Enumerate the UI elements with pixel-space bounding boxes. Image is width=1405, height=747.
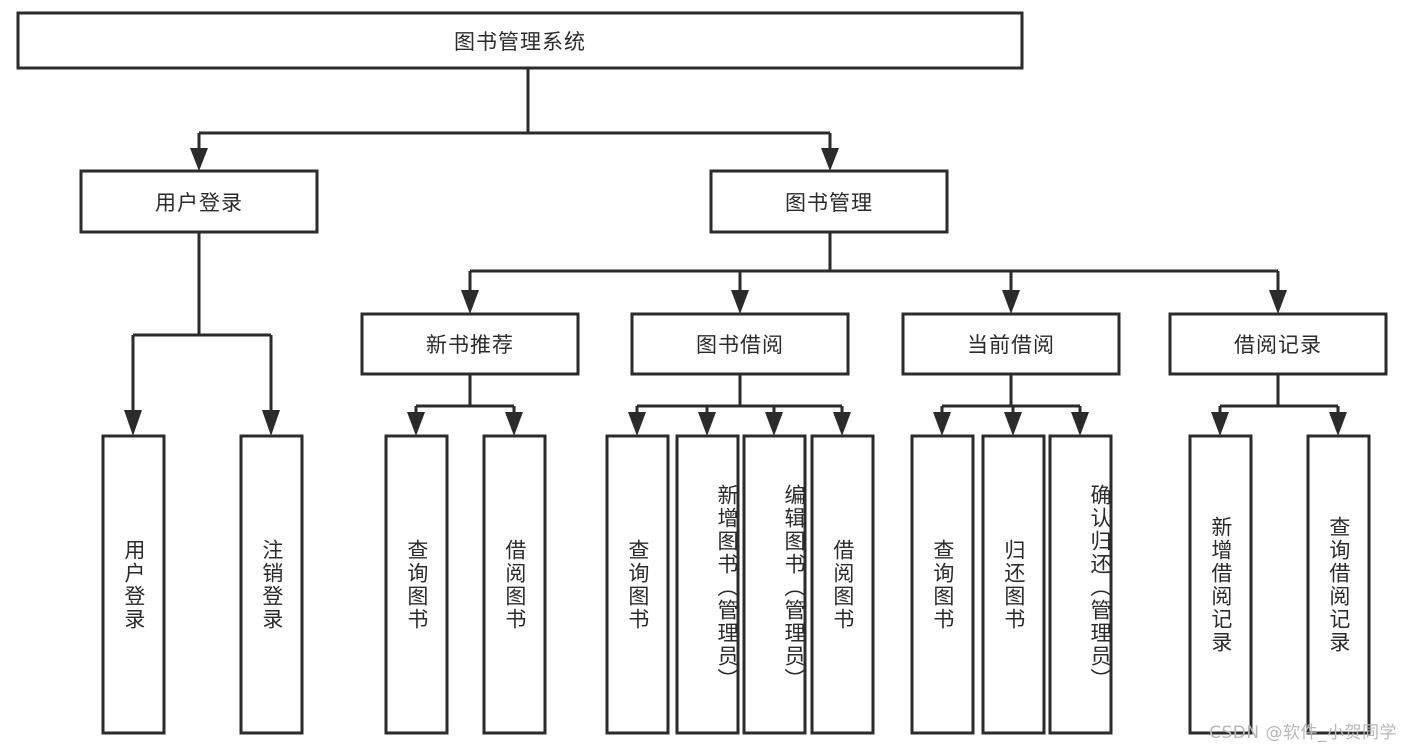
csdn-watermark: CSDN @软件_小贺同学 xyxy=(1209,723,1397,743)
arrowhead-icon xyxy=(461,290,479,314)
edge-group-current-borrow xyxy=(933,374,1089,436)
node-label-leaf-query-book-3: 查询图书 xyxy=(930,538,955,631)
edge-group-user-login xyxy=(124,232,280,436)
node-label-new-book-recommend: 新书推荐 xyxy=(426,333,514,357)
node-label-leaf-user-login: 用户登录 xyxy=(121,538,146,631)
node-label-leaf-query-book-1: 查询图书 xyxy=(404,538,429,631)
edge-group-borrow-record xyxy=(1211,374,1347,436)
node-label-leaf-query-record: 查询借阅记录 xyxy=(1326,515,1351,654)
node-box-leaf-logout[interactable] xyxy=(239,434,304,735)
node-label-leaf-logout: 注销登录 xyxy=(259,538,284,631)
node-label-leaf-return-book: 归还图书 xyxy=(1001,538,1026,631)
arrowhead-icon xyxy=(1002,290,1020,314)
node-box-root[interactable] xyxy=(16,11,1024,70)
node-label-leaf-edit-book: 编辑图书（管理员） xyxy=(782,484,805,691)
node-box-leaf-add-record[interactable] xyxy=(1188,434,1253,735)
arrowhead-icon xyxy=(1004,412,1022,436)
node-box-current-borrow[interactable] xyxy=(901,312,1121,376)
node-box-leaf-user-login[interactable] xyxy=(101,434,166,735)
edge-group-book-borrow xyxy=(628,374,851,436)
node-box-leaf-edit-book[interactable] xyxy=(742,434,807,735)
arrowhead-icon xyxy=(1071,412,1089,436)
arrowhead-icon xyxy=(124,410,142,436)
arrowhead-icon xyxy=(628,412,646,436)
arrowhead-icon xyxy=(505,412,523,436)
node-label-borrow-record: 借阅记录 xyxy=(1234,333,1322,357)
edge-group-root xyxy=(190,68,839,171)
node-box-leaf-add-book[interactable] xyxy=(675,434,740,735)
node-box-leaf-borrow-book-2[interactable] xyxy=(810,434,875,735)
edge-group-new-book-recommend xyxy=(407,374,523,436)
node-label-book-management: 图书管理 xyxy=(785,190,873,215)
node-box-leaf-query-book-3[interactable] xyxy=(910,434,975,735)
arrowhead-icon xyxy=(698,412,716,436)
node-label-current-borrow: 当前借阅 xyxy=(967,333,1055,357)
node-label-leaf-borrow-book-1: 借阅图书 xyxy=(502,538,527,631)
arrowhead-icon xyxy=(407,412,425,436)
node-box-new-book-recommend[interactable] xyxy=(360,312,580,376)
arrowhead-icon xyxy=(765,412,783,436)
arrowhead-icon xyxy=(190,148,208,171)
arrowhead-icon xyxy=(262,410,280,436)
node-box-user-login[interactable] xyxy=(79,169,319,234)
edge-group-book-management xyxy=(461,232,1287,314)
arrowhead-icon xyxy=(833,412,851,436)
node-label-leaf-query-book-2: 查询图书 xyxy=(625,538,650,631)
arrowhead-icon xyxy=(1269,290,1287,314)
arrowhead-icon xyxy=(1329,412,1347,436)
node-box-leaf-return-book[interactable] xyxy=(981,434,1046,735)
node-label-root: 图书管理系统 xyxy=(454,29,586,54)
node-box-leaf-confirm-return[interactable] xyxy=(1048,434,1113,735)
node-label-leaf-add-record: 新增借阅记录 xyxy=(1208,515,1233,654)
arrowhead-icon xyxy=(1211,412,1229,436)
node-label-book-borrow: 图书借阅 xyxy=(696,333,784,357)
node-box-leaf-query-book-2[interactable] xyxy=(605,434,670,735)
arrowhead-icon xyxy=(731,290,749,314)
node-box-leaf-query-record[interactable] xyxy=(1306,434,1371,735)
node-label-leaf-add-book: 新增图书（管理员） xyxy=(715,484,738,691)
node-label-user-login: 用户登录 xyxy=(155,190,243,215)
node-box-leaf-query-book-1[interactable] xyxy=(384,434,449,735)
arrowhead-icon xyxy=(933,412,951,436)
node-label-leaf-borrow-book-2: 借阅图书 xyxy=(830,538,855,631)
node-box-leaf-borrow-book-1[interactable] xyxy=(482,434,547,735)
node-label-leaf-confirm-return: 确认归还（管理员） xyxy=(1088,484,1111,691)
arrowhead-icon xyxy=(821,148,839,171)
